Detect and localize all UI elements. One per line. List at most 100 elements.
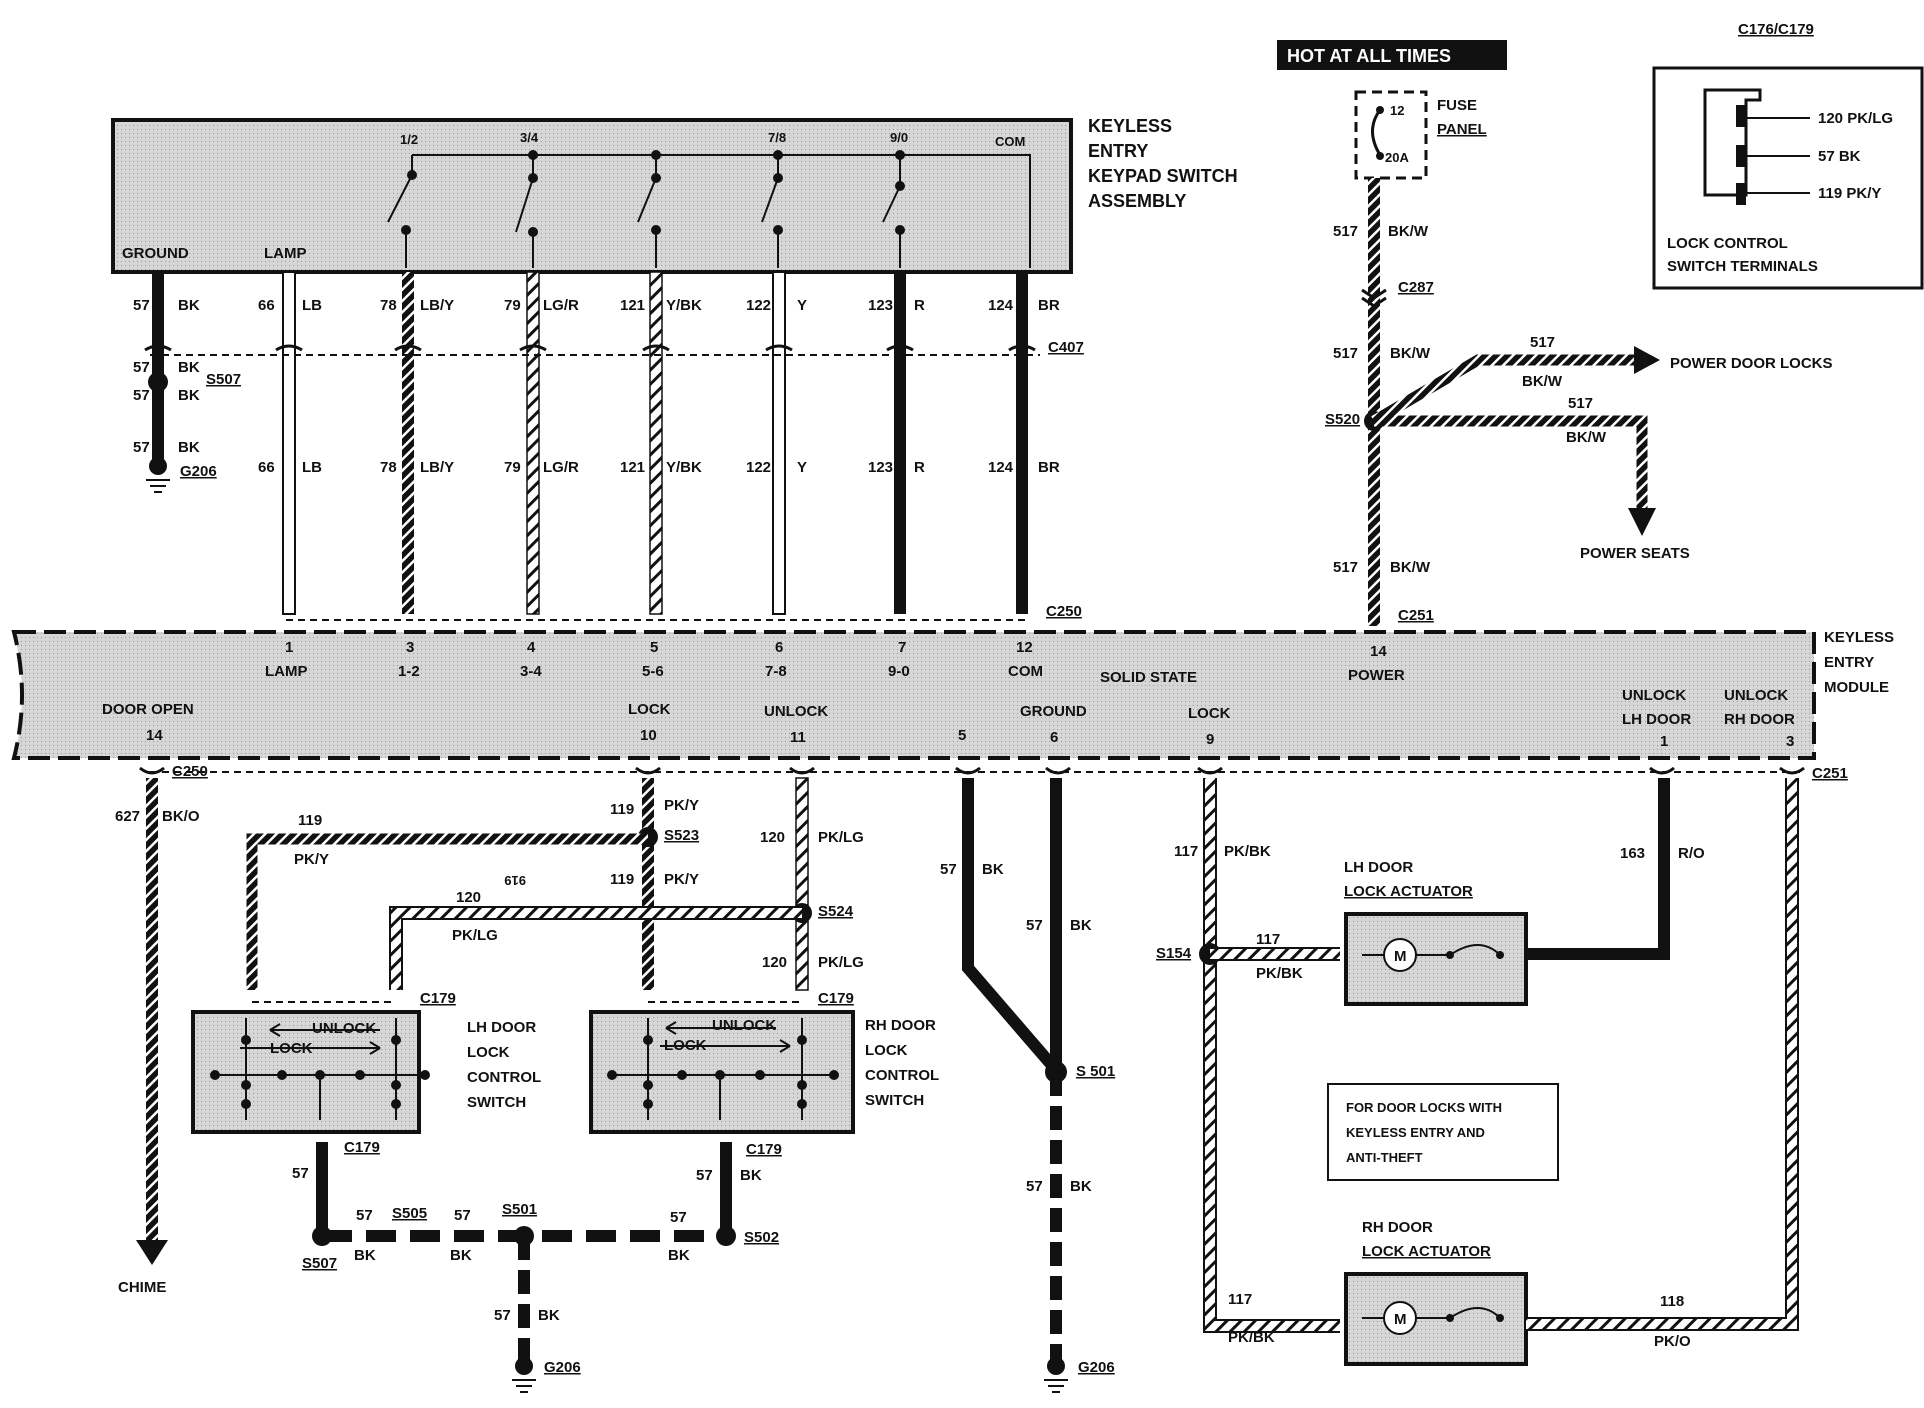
w119-num-3: 119 (298, 812, 322, 829)
seats-label: POWER SEATS (1580, 545, 1690, 562)
w517-col-5: BK/W (1390, 559, 1431, 576)
wire-517 (1368, 178, 1380, 626)
rh-switch-1: RH DOOR (865, 1017, 936, 1034)
w117-col-1: PK/BK (1224, 843, 1271, 860)
w120-col-1: PK/LG (818, 829, 864, 846)
unlock-rh-pin: 3 (1786, 733, 1794, 750)
c251-top-label: C251 (1398, 607, 1434, 624)
pin5-ground-wire (962, 778, 1061, 1074)
c250-bottom-label: C250 (172, 763, 208, 780)
rh-ground-wire (720, 1142, 732, 1236)
keypad-switches (387, 150, 905, 268)
wt6-num: 122 (746, 297, 771, 314)
door-open-label: DOOR OPEN (102, 701, 194, 718)
p6-num: 57 (1026, 917, 1043, 934)
w517-col-1: BK/W (1388, 223, 1429, 240)
s505-splice (418, 1230, 430, 1242)
terminal-3 (1736, 183, 1746, 205)
w627-col: BK/O (162, 808, 200, 825)
pin-14-label: POWER (1348, 667, 1405, 684)
w117-num-2: 117 (1256, 931, 1280, 948)
keypad-title-2: ENTRY (1088, 141, 1148, 161)
wt7-col-b: R (914, 459, 925, 476)
top-wires (152, 271, 1028, 615)
wt4-col-b: LG/R (543, 459, 579, 476)
lh-motor-label: M (1394, 948, 1407, 965)
wt2-col-b: LB (302, 459, 322, 476)
w119-col-3: PK/Y (294, 851, 329, 868)
wt6-col: Y (797, 297, 807, 314)
terminal-label-1: 120 PK/LG (1818, 110, 1893, 127)
w120-col-3: PK/LG (452, 927, 498, 944)
pin-1-label: LAMP (265, 663, 308, 680)
note-1: FOR DOOR LOCKS WITH (1346, 1100, 1502, 1115)
wire-517-seats (1374, 415, 1648, 510)
s505-label: S505 (392, 1205, 427, 1222)
w119-num-1: 119 (610, 801, 634, 818)
s507-top-label: S507 (206, 371, 241, 388)
w118-num: 118 (1660, 1293, 1684, 1310)
lh-actuator-1: LH DOOR (1344, 859, 1413, 876)
terminal-1 (1736, 105, 1746, 127)
gb-num-2: 57 (454, 1207, 471, 1224)
w119-num-2: 119 (610, 871, 634, 888)
g206-top-label: G206 (180, 463, 217, 480)
w517-col-4: BK/W (1566, 429, 1607, 446)
door-locks-label: POWER DOOR LOCKS (1670, 355, 1833, 372)
fuse-label-1: FUSE (1437, 97, 1477, 114)
c250-top-label: C250 (1046, 603, 1082, 620)
w517-num-1: 517 (1333, 223, 1358, 240)
pin-6: 6 (775, 639, 783, 656)
rh-switch-3: CONTROL (865, 1067, 939, 1084)
fuse-rating: 20A (1385, 150, 1409, 165)
wt8-num-b: 124 (988, 459, 1014, 476)
wt3-num: 78 (380, 297, 397, 314)
w517-num-3: 517 (1530, 334, 1555, 351)
fuse-box (1354, 90, 1428, 180)
wt7-col: R (914, 297, 925, 314)
w120-num-3: 120 (456, 889, 481, 906)
wire-627 (146, 778, 158, 1240)
wt3-num-b: 78 (380, 459, 397, 476)
ground-pin: 6 (1050, 729, 1058, 746)
rh-gw-col: BK (740, 1167, 762, 1184)
s507-w-col-2: BK (178, 387, 200, 404)
fuse-label-2: PANEL (1437, 121, 1487, 138)
unlock-rh-2: RH DOOR (1724, 711, 1795, 728)
w117-num-3: 117 (1228, 1291, 1252, 1308)
wt7-num-b: 123 (868, 459, 893, 476)
keypad-com: COM (995, 134, 1025, 149)
keypad-assembly (111, 118, 1073, 274)
hot-label-bg (1277, 40, 1507, 70)
wt2-num: 66 (258, 297, 275, 314)
wt6-num-b: 122 (746, 459, 771, 476)
w120-num-1: 120 (760, 829, 785, 846)
wt4-num-b: 79 (504, 459, 521, 476)
wt5-col: Y/BK (666, 297, 702, 314)
g206-w-col: BK (178, 439, 200, 456)
wire-517-door-locks (1371, 354, 1640, 426)
s507-w-num-1: 57 (133, 359, 150, 376)
glitch-text: 919 (504, 873, 526, 888)
wt8-col: BR (1038, 297, 1060, 314)
chime-arrow (136, 1240, 168, 1265)
s502-label: S502 (744, 1229, 779, 1246)
w163-col: R/O (1678, 845, 1705, 862)
wt5-num: 121 (620, 297, 645, 314)
s507-bottom-label: S507 (302, 1255, 337, 1272)
p6b-num: 57 (1026, 1178, 1043, 1195)
ground-label: GROUND (1020, 703, 1087, 720)
w517-num-2: 517 (1333, 345, 1358, 362)
p5-col: BK (982, 861, 1004, 878)
pin-12: 12 (1016, 639, 1033, 656)
wt5-col-b: Y/BK (666, 459, 702, 476)
s523-label: S523 (664, 827, 699, 844)
gb-col-2: BK (450, 1247, 472, 1264)
wire-163 (1526, 778, 1670, 960)
lh-unlock: UNLOCK (312, 1020, 376, 1037)
wt6-col-b: Y (797, 459, 807, 476)
rh-unlock: UNLOCK (712, 1017, 776, 1034)
lh-switch-3: CONTROL (467, 1069, 541, 1086)
rh-gw-num: 57 (696, 1167, 713, 1184)
